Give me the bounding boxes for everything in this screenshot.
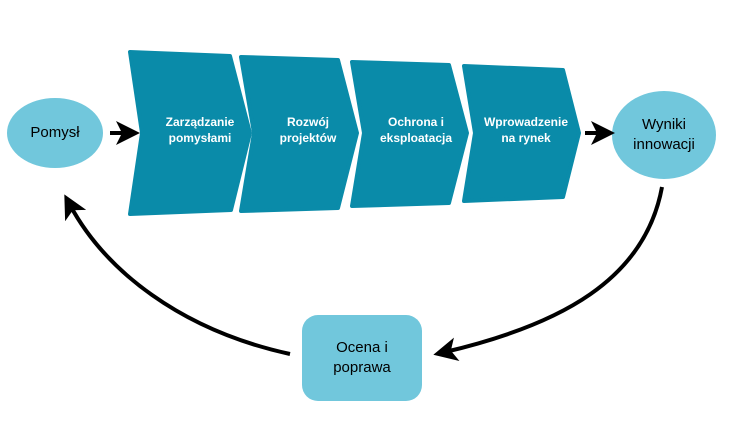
feedback-node: Ocena i poprawa [318,328,406,388]
result-node-label: Wyniki innowacji [633,115,695,153]
arrow-feedback-to-start [64,194,291,356]
chevron-stage-1 [128,50,252,216]
chevron-stage-2 [239,55,359,213]
chevron-stage-3 [350,60,469,208]
result-node: Wyniki innowacji [624,105,704,165]
start-node-label: Pomysł [30,123,80,141]
stage-4: Wprowadzenie na rynek [476,100,576,160]
start-node: Pomysł [7,98,103,168]
result-node-shape [612,91,716,179]
stage-2: Rozwój projektów [268,100,348,160]
stage-4-label: Wprowadzenie na rynek [483,114,568,145]
stage-2-label: Rozwój projektów [279,114,337,145]
stage-1-label: Zarządzanie pomysłami [165,114,235,145]
stage-3: Ochrona i eksploatacja [370,100,462,160]
chevron-stage-4 [462,64,581,203]
start-node-shape [7,98,103,168]
feedback-node-label: Ocena i poprawa [333,338,391,376]
feedback-node-shape [302,315,422,401]
arrow-result-to-feedback [433,186,664,361]
stage-3-label: Ochrona i eksploatacja [379,114,453,145]
stage-1: Zarządzanie pomysłami [150,100,250,160]
